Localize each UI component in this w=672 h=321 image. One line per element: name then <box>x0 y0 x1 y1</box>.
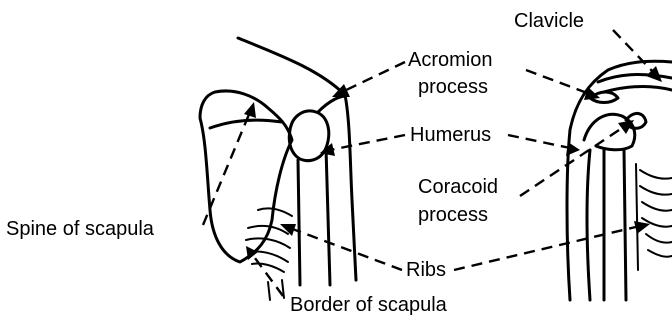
label-coracoid-line1: Coracoid <box>418 176 498 198</box>
right-ribs <box>640 170 672 257</box>
clavicle-arrowhead <box>646 66 662 82</box>
label-acromion-line1: Acromion <box>408 49 492 71</box>
label-humerus: Humerus <box>410 124 491 146</box>
humerus-leader-left <box>330 135 405 150</box>
left-ribs-lower <box>268 280 284 300</box>
right-shoulder-outline <box>567 61 672 300</box>
left-humerus-shaft <box>298 148 330 285</box>
humerus-arrowhead-right <box>566 142 580 156</box>
label-clavicle: Clavicle <box>514 10 584 32</box>
left-shoulder-top-outline <box>345 95 356 280</box>
ribs-leader-left <box>290 228 402 270</box>
right-humerus-shaft <box>604 150 626 300</box>
spine-of-scapula-arrowhead <box>244 102 256 118</box>
acromion-leader-right <box>526 70 590 94</box>
left-upper-arm-outline <box>318 96 346 112</box>
scapula-outline <box>200 91 292 262</box>
acromion-leader-left <box>342 62 405 92</box>
label-ribs: Ribs <box>406 259 446 281</box>
label-acromion-line2: process <box>418 76 488 98</box>
humerus-leader-right <box>508 135 570 148</box>
label-spine-of-scapula: Spine of scapula <box>6 218 155 240</box>
border-of-scapula-leader <box>252 254 283 296</box>
right-arm-inner-line <box>587 150 590 300</box>
left-ribs <box>246 208 292 272</box>
left-shoulder-drawing <box>200 38 356 300</box>
coracoid-leader <box>520 126 625 196</box>
left-neck-outline <box>238 38 345 95</box>
labels: Clavicle Acromion process Humerus Coraco… <box>6 10 584 316</box>
right-clavicle <box>598 75 672 92</box>
right-ribs-left-edge <box>636 164 638 270</box>
ribs-leader-right <box>454 226 640 270</box>
label-coracoid-line2: process <box>418 204 488 226</box>
right-shoulder-drawing <box>567 61 672 300</box>
label-border-of-scapula: Border of scapula <box>290 294 448 316</box>
